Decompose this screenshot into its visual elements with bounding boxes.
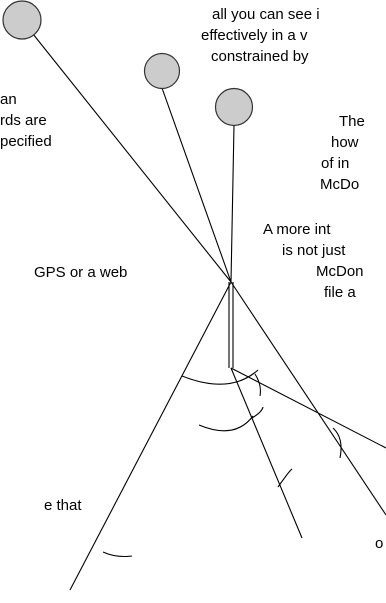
node-circle-3 xyxy=(214,87,254,127)
angle-arc-apex xyxy=(181,369,259,385)
text-mid-3: McDon xyxy=(316,263,364,280)
edge-apex-bottom-left xyxy=(69,281,232,591)
text-mid-1: A more int xyxy=(263,221,331,238)
text-mid-4: file a xyxy=(324,284,356,301)
angle-arc-bottom-1 xyxy=(277,468,293,488)
edge-apex-right xyxy=(230,281,386,516)
edge-node2-apex xyxy=(161,87,232,283)
angle-arc-junction-2 xyxy=(251,406,264,419)
text-left-1: an xyxy=(0,91,17,108)
angle-arc-left-bottom xyxy=(102,551,133,558)
text-mid-2: is not just xyxy=(282,242,346,259)
text-top-2: effectively in a v xyxy=(201,27,308,44)
text-left-bottom: e that xyxy=(44,497,82,514)
text-right-3: of in xyxy=(321,155,350,172)
text-right-4: McDo xyxy=(320,176,360,193)
text-right-1: The xyxy=(339,113,365,130)
circle-nodes xyxy=(2,0,254,127)
text-left-2: rds are xyxy=(0,112,47,129)
angle-arc-junction-3 xyxy=(254,373,261,397)
text-right-bottom: o xyxy=(375,535,384,552)
node-circle-1 xyxy=(2,0,42,40)
text-right-2: how xyxy=(331,134,359,151)
text-top-1: all you can see i xyxy=(212,6,320,23)
edge-node3-apex xyxy=(230,124,235,283)
text-top-3: constrained by xyxy=(211,48,309,65)
node-circle-2 xyxy=(143,52,181,90)
angle-arc-right-1 xyxy=(332,427,342,459)
edge-junction-bottom xyxy=(230,367,303,539)
text-left-3: pecified xyxy=(0,133,52,150)
text-left-gps: GPS or a web xyxy=(34,264,128,281)
angle-arc-junction-1 xyxy=(198,415,254,432)
edge-junction-right xyxy=(230,367,386,449)
edge-node1-apex xyxy=(32,33,232,283)
